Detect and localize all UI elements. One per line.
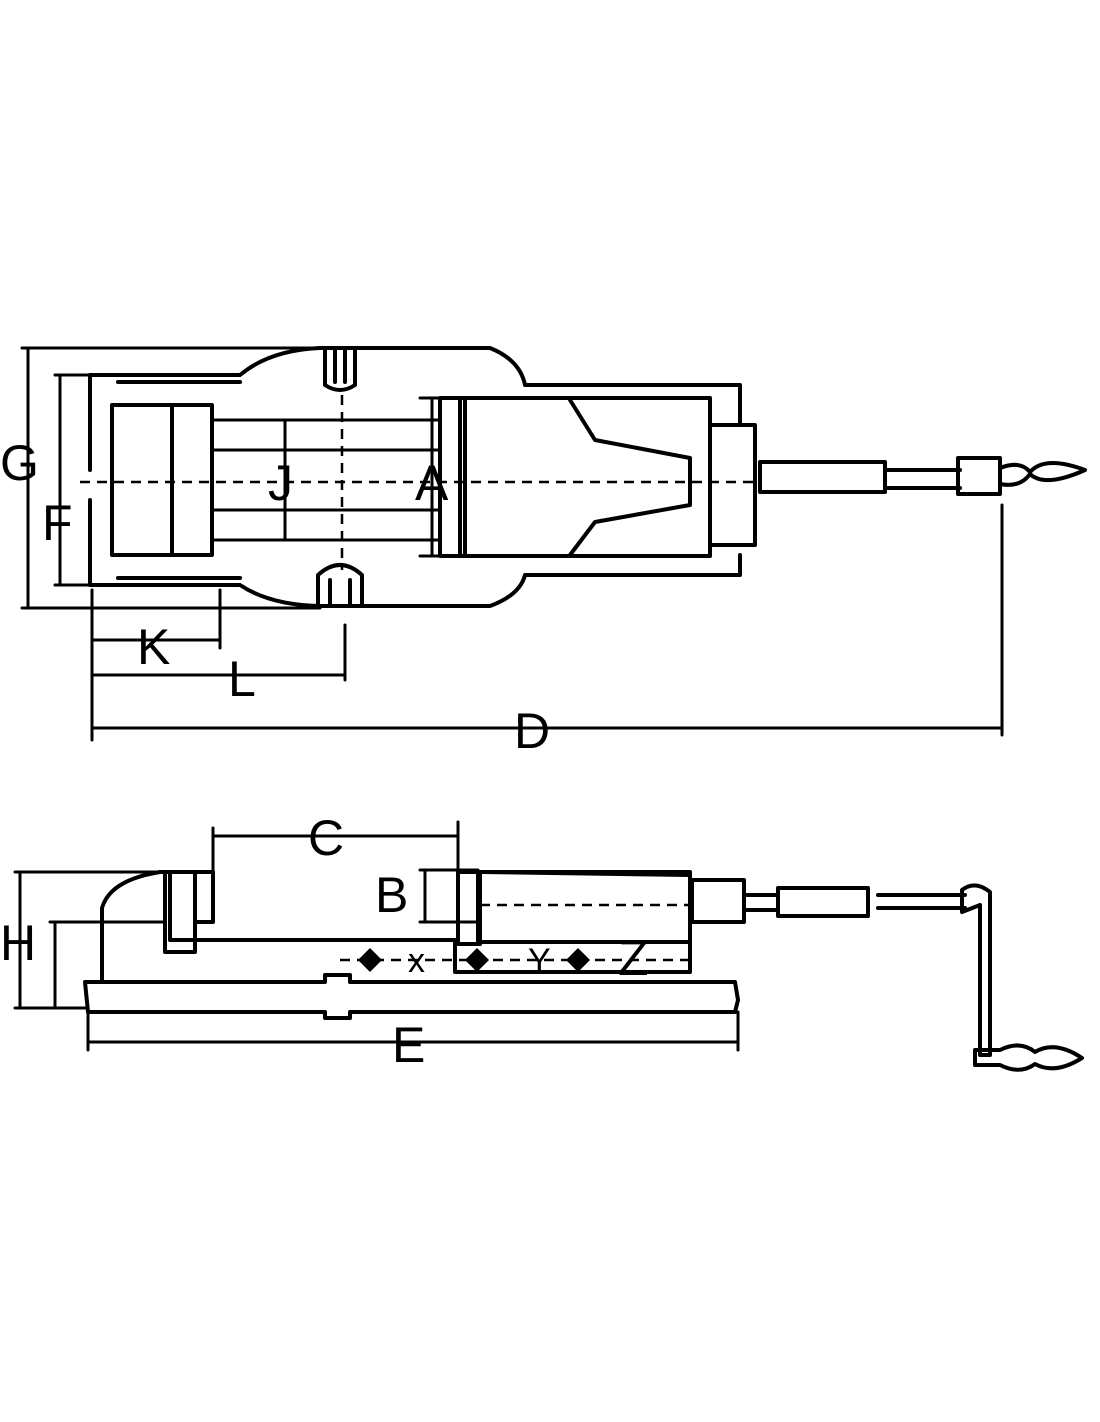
dim-label-e: E <box>392 1017 425 1073</box>
dim-label-h: H <box>0 915 36 971</box>
screw-hex-nut <box>956 456 1002 496</box>
side-fixed-jaw-plate <box>193 870 215 924</box>
handle-knob-top <box>998 461 1087 487</box>
base-plate <box>83 973 740 1020</box>
crank-arm <box>960 883 992 1057</box>
dim-label-f: F <box>42 495 73 551</box>
moving-jaw-body <box>458 396 712 558</box>
vise-side-view: x Y Z C B H E <box>0 810 1084 1073</box>
point-label-z: Z <box>618 930 649 986</box>
point-label-x: x <box>408 942 425 980</box>
vise-top-view: G F J A K L D <box>0 346 1087 759</box>
fixed-jaw-block <box>110 403 174 557</box>
dim-label-l: L <box>228 651 256 707</box>
fixed-jaw-plate <box>170 403 214 557</box>
dim-label-k: K <box>137 619 170 675</box>
lead-screw <box>758 460 887 494</box>
point-x-marker <box>358 948 382 972</box>
bottom-mounting-slot <box>316 563 364 607</box>
dim-label-b: B <box>375 867 408 923</box>
dim-label-g: G <box>0 435 39 491</box>
dim-label-a: A <box>415 455 449 511</box>
side-body-outline <box>100 870 692 982</box>
moving-jaw-recess <box>568 398 692 557</box>
top-mounting-slot <box>323 348 357 392</box>
screw-end-block <box>710 423 757 547</box>
dim-label-j: J <box>268 455 293 511</box>
dim-label-c: C <box>308 810 344 866</box>
dim-label-d: D <box>514 703 550 759</box>
moving-jaw-plate <box>438 396 467 558</box>
side-lead-screw <box>776 886 870 918</box>
side-end-block <box>690 878 746 924</box>
point-label-y: Y <box>528 942 551 980</box>
crank-handle-knob <box>973 1043 1084 1072</box>
side-moving-jaw-body <box>476 870 692 944</box>
